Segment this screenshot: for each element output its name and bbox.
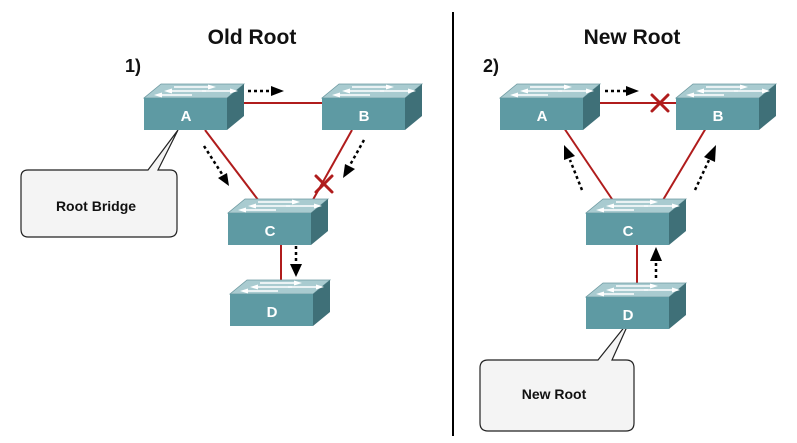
switch-d-label: D <box>623 307 634 324</box>
blocked-x-icon <box>314 174 334 194</box>
switch-d: D <box>585 282 687 330</box>
switch-a: A <box>499 83 601 131</box>
switch-a-label: A <box>537 108 548 125</box>
link-a-c <box>204 129 263 206</box>
dotted-arrow-icon <box>564 145 584 191</box>
right-panel: New Root 2) Ne <box>479 26 777 432</box>
switch-d: D <box>229 279 331 327</box>
right-panel-title: New Root <box>584 26 681 49</box>
new-root-callout: New Root <box>479 319 635 432</box>
dotted-arrow-icon <box>290 246 302 277</box>
dotted-arrow-icon <box>605 86 639 96</box>
right-step-label: 2) <box>483 56 499 76</box>
dotted-arrow-icon <box>693 145 716 191</box>
dotted-arrow-icon <box>202 145 229 186</box>
callout-text: Root Bridge <box>56 198 136 214</box>
switch-b-label: B <box>359 108 370 125</box>
left-step-label: 1) <box>125 56 141 76</box>
switch-c-label: C <box>265 223 276 240</box>
link-a-c <box>563 127 617 206</box>
dotted-arrow-icon <box>650 247 662 278</box>
dotted-arrow-icon <box>248 86 284 96</box>
switch-c-label: C <box>623 223 634 240</box>
switch-a-label: A <box>181 108 192 125</box>
dotted-arrow-icon <box>343 139 366 178</box>
callout-text: New Root <box>522 386 587 402</box>
link-b-c <box>659 127 707 206</box>
blocked-x-icon <box>650 93 670 113</box>
switch-d-label: D <box>267 304 278 321</box>
switch-c: C <box>585 198 687 246</box>
left-panel: Old Root 1) Ro <box>20 26 423 327</box>
root-bridge-callout: Root Bridge <box>20 129 179 238</box>
switch-b: B <box>675 83 777 131</box>
switch-a: A <box>143 83 245 131</box>
left-panel-title: Old Root <box>208 26 297 49</box>
switch-c: C <box>227 198 329 246</box>
switch-b-label: B <box>713 108 724 125</box>
switch-b: B <box>321 83 423 131</box>
